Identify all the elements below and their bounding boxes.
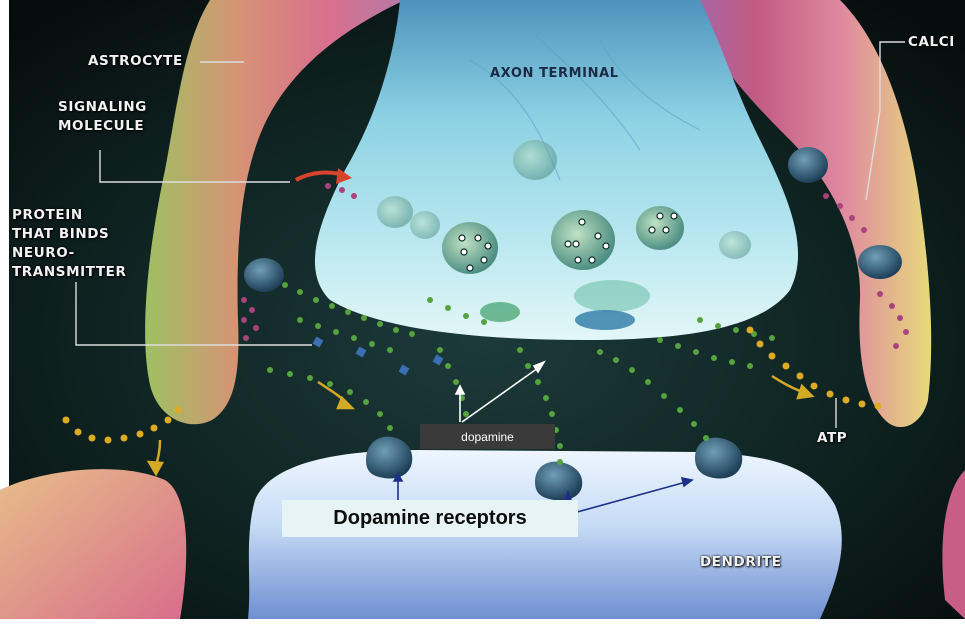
axon-terminal-label: AXON TERMINAL [490, 66, 619, 81]
dopamine-label: dopamine [420, 424, 555, 449]
protein-binds-line-1: PROTEIN [12, 206, 126, 225]
signaling-molecule-label: SIGNALING MOLECULE [58, 98, 147, 136]
lower-left-astrocyte [0, 469, 186, 619]
protein-binds-line-2: THAT BINDS [12, 225, 126, 244]
dopamine-receptors-label: Dopamine receptors [282, 500, 578, 537]
signaling-molecule-line-1: SIGNALING [58, 98, 147, 117]
protein-binds-line-4: TRANSMITTER [12, 263, 126, 282]
protein-binds-label: PROTEIN THAT BINDS NEURO- TRANSMITTER [12, 206, 126, 282]
dendrite-label: DENDRITE [700, 553, 782, 572]
astrocyte-label: ASTROCYTE [88, 52, 183, 71]
signaling-molecule-line-2: MOLECULE [58, 117, 147, 136]
protein-binds-line-3: NEURO- [12, 244, 126, 263]
atp-label: ATP [817, 429, 847, 448]
calcium-label: CALCI [908, 33, 955, 52]
